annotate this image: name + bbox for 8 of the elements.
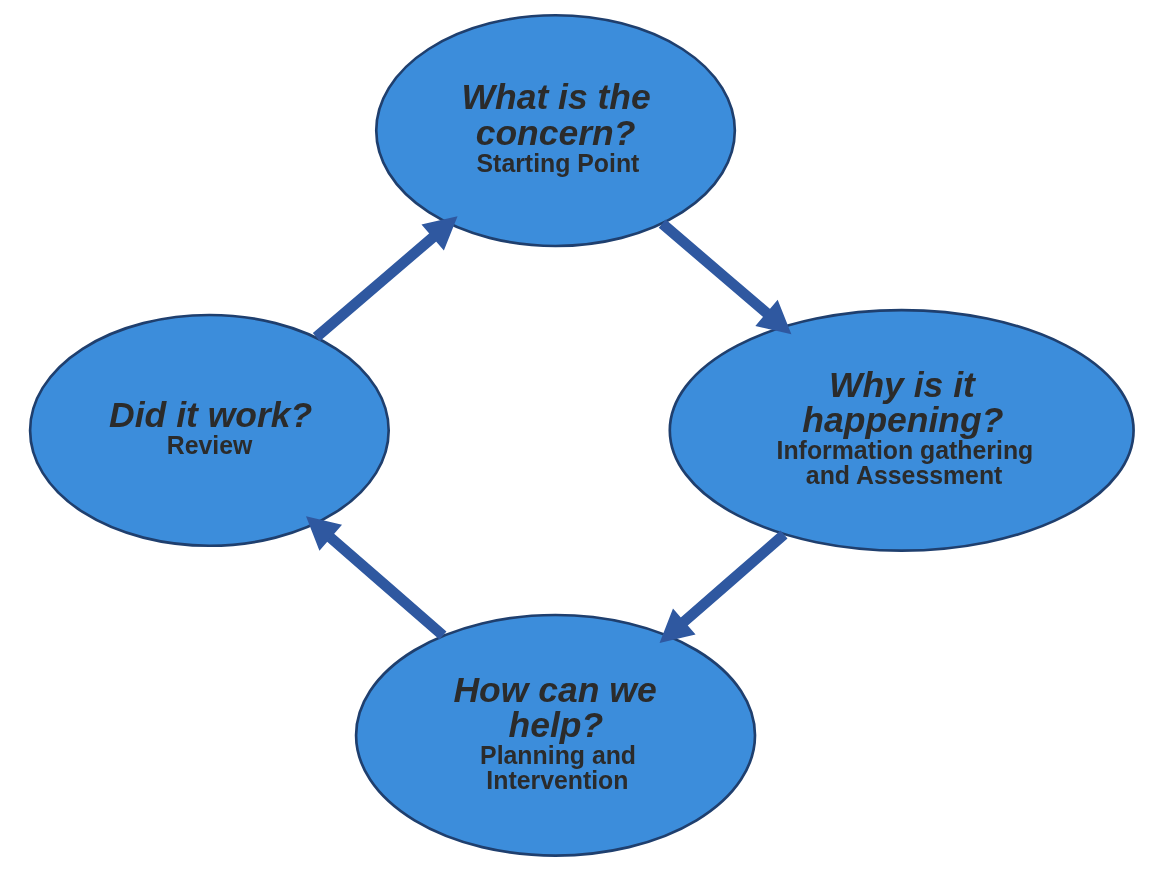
node-ellipse: Why is it happening? Information gathering and Assessment <box>667 308 1135 552</box>
node-ellipse: What is the concern? Starting Point <box>374 13 736 248</box>
arrow <box>312 216 458 342</box>
arrow <box>658 219 791 335</box>
arrow <box>659 530 787 643</box>
node-ellipse: Did it work? Review <box>28 313 390 548</box>
node-ellipse: How can we help? Planning and Intervention <box>354 613 756 857</box>
arrow <box>305 516 446 640</box>
